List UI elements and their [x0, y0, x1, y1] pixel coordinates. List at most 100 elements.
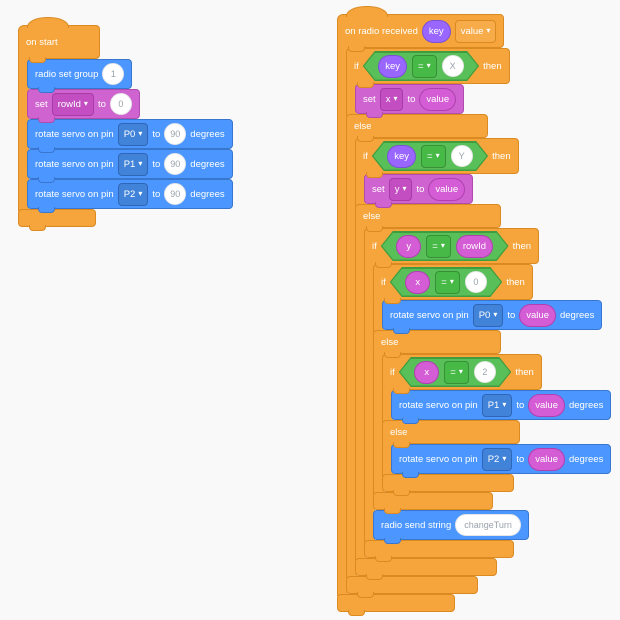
operator-dropdown[interactable]: = ▾ [444, 361, 469, 384]
operator-dropdown[interactable]: = ▾ [412, 55, 437, 78]
servo-block[interactable]: rotate servo on pin P2 ▾ to 90 degrees [27, 179, 233, 213]
on-start-block[interactable]: on start radio set group 1 set rowId ▾ t… [18, 17, 233, 231]
if-header[interactable]: if y = ▾ rowId [364, 228, 540, 268]
c-bottom-bar[interactable] [382, 474, 514, 496]
radio-send-string-block[interactable]: radio send string changeTurn [373, 510, 529, 544]
set-variable-block[interactable]: set y ▾ to value [364, 174, 474, 208]
pin-dropdown[interactable]: P1 ▾ [481, 393, 513, 417]
variable-dropdown[interactable]: rowId ▾ [51, 92, 94, 116]
dropdown-arrow-icon: ▾ [138, 159, 143, 168]
operator-dropdown[interactable]: = ▾ [426, 235, 451, 258]
if-else-block[interactable]: if x = ▾ 0 [373, 264, 612, 514]
else-arm[interactable]: else [373, 330, 501, 358]
pin-dropdown-value: P0 [478, 309, 491, 321]
angle-input[interactable]: 90 [164, 123, 187, 145]
dropdown-arrow-icon: ▾ [138, 129, 143, 138]
condition-hexagon[interactable]: key = ▾ X [363, 51, 479, 81]
angle-input[interactable]: 90 [164, 153, 187, 175]
then-label: then [506, 276, 525, 288]
if-else-block[interactable]: if key = ▾ Y then [355, 138, 612, 580]
number-input[interactable]: 2 [474, 361, 496, 383]
condition-hexagon[interactable]: key = ▾ Y [372, 141, 488, 171]
if-header[interactable]: if key = ▾ Y then [355, 138, 519, 178]
condition-hexagon[interactable]: x = ▾ 0 [390, 267, 503, 297]
variable-oval[interactable]: rowId [456, 235, 493, 258]
radio-set-group-label: radio set group [35, 68, 99, 80]
else-arm[interactable]: else [355, 204, 501, 232]
operator-dropdown[interactable]: = ▾ [421, 145, 446, 168]
if-header[interactable]: if x = ▾ 0 [373, 264, 533, 304]
if-block[interactable]: if y = ▾ rowId [364, 228, 612, 562]
on-radio-received-block[interactable]: on radio received key value ▾ if key = [337, 6, 612, 616]
else-arm[interactable]: else [382, 420, 520, 448]
c-bottom-bar[interactable] [337, 594, 455, 616]
pin-dropdown[interactable]: P2 ▾ [481, 447, 513, 471]
dropdown-arrow-icon: ▾ [426, 61, 431, 70]
servo-block[interactable]: rotate servo on pin P0 ▾ to value [382, 300, 603, 334]
servo-block[interactable]: rotate servo on pin P0 ▾ to 90 degrees [27, 119, 233, 153]
on-start-header[interactable]: on start [18, 17, 100, 63]
pin-dropdown-value: P1 [123, 158, 136, 170]
dropdown-arrow-icon: ▾ [458, 367, 463, 376]
set-variable-block[interactable]: set rowId ▾ to 0 [27, 89, 140, 123]
variable-dropdown[interactable]: x ▾ [379, 87, 404, 111]
variable-dropdown[interactable]: y ▾ [388, 177, 413, 201]
value-variable-oval[interactable]: value [528, 393, 565, 417]
angle-input[interactable]: 90 [164, 183, 187, 205]
degrees-label: degrees [190, 128, 225, 140]
pin-dropdown[interactable]: P0 ▾ [117, 122, 149, 146]
to-label: to [416, 183, 425, 195]
operator-dropdown[interactable]: = ▾ [435, 271, 460, 294]
variable-oval[interactable]: y [396, 235, 421, 258]
group-number-input[interactable]: 1 [102, 63, 125, 85]
pin-dropdown[interactable]: P1 ▾ [117, 152, 149, 176]
else-arm[interactable]: else [346, 114, 488, 142]
value-parameter-dropdown[interactable]: value ▾ [454, 19, 497, 43]
c-bottom-bar[interactable] [355, 558, 497, 580]
c-bottom-bar[interactable] [364, 540, 514, 562]
set-variable-block[interactable]: set x ▾ to value [355, 84, 465, 118]
c-bottom-bar[interactable] [18, 209, 96, 231]
condition-hexagon[interactable]: y = ▾ rowId [381, 231, 509, 261]
key-parameter-oval[interactable]: key [421, 19, 451, 43]
variable-oval[interactable]: key [378, 55, 407, 78]
value-variable-oval[interactable]: value [528, 447, 565, 471]
servo-label: rotate servo on pin [35, 158, 114, 170]
pin-dropdown-value: P0 [123, 128, 136, 140]
variable-oval[interactable]: x [414, 361, 439, 384]
dropdown-arrow-icon: ▾ [83, 99, 88, 108]
condition-hexagon[interactable]: x = ▾ 2 [399, 357, 512, 387]
to-label: to [97, 98, 106, 110]
string-input[interactable]: changeTurn [455, 514, 521, 536]
operator-value: = [450, 366, 456, 378]
dropdown-arrow-icon: ▾ [449, 277, 454, 286]
variable-oval[interactable]: x [405, 271, 430, 294]
degrees-label: degrees [190, 188, 225, 200]
if-header[interactable]: if key = ▾ X then [346, 48, 510, 88]
number-input[interactable]: 0 [109, 93, 132, 115]
variable-oval[interactable]: key [387, 145, 416, 168]
value-variable-oval[interactable]: value [419, 87, 457, 111]
servo-block[interactable]: rotate servo on pin P1 ▾ to [391, 390, 612, 424]
pin-dropdown-value: P2 [487, 453, 500, 465]
servo-block[interactable]: rotate servo on pin P1 ▾ to 90 degrees [27, 149, 233, 183]
if-header[interactable]: if x = ▾ [382, 354, 542, 394]
value-variable-oval[interactable]: value [428, 177, 466, 201]
number-input[interactable]: 0 [465, 271, 487, 293]
then-label: then [483, 60, 502, 72]
if-else-block[interactable]: if key = ▾ X then set [346, 48, 612, 598]
if-else-block[interactable]: if x = ▾ [382, 354, 612, 496]
degrees-label: degrees [568, 453, 604, 465]
radio-set-group-block[interactable]: radio set group 1 [27, 59, 133, 93]
if-label: if [390, 366, 395, 378]
on-radio-received-header[interactable]: on radio received key value ▾ [337, 6, 505, 52]
pin-dropdown[interactable]: P2 ▾ [117, 182, 149, 206]
value-variable-oval[interactable]: value [519, 303, 556, 327]
c-bottom-bar[interactable] [346, 576, 478, 598]
pin-dropdown[interactable]: P0 ▾ [472, 303, 504, 327]
c-bottom-bar[interactable] [373, 492, 493, 514]
text-input[interactable]: X [442, 55, 464, 77]
text-input[interactable]: Y [451, 145, 473, 167]
servo-label: rotate servo on pin [35, 128, 114, 140]
servo-block[interactable]: rotate servo on pin P2 ▾ to [391, 444, 612, 478]
